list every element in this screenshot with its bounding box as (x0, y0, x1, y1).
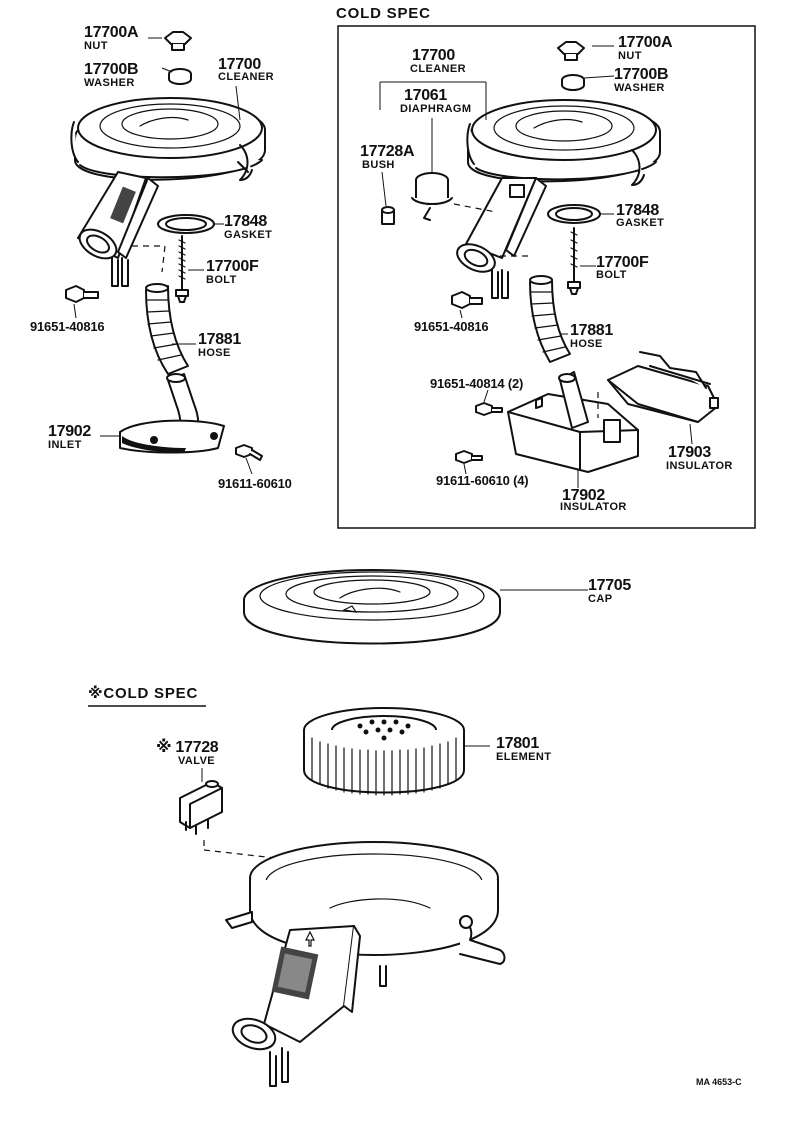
left-washer-part-no: 17700B (84, 61, 139, 78)
box-cleaner-name: CLEANER (410, 63, 466, 75)
box-bush-name: BUSH (362, 159, 395, 171)
figure-reference: MA 4653-C (696, 1077, 742, 1087)
left-nut-part-no: 17700A (84, 24, 139, 41)
box-insulator-902-name: INSULATOR (560, 501, 627, 513)
box-screw-part-no: 91651-40816 (414, 319, 489, 334)
left-gasket-drawing (157, 214, 215, 234)
left-cleaner-name: CLEANER (218, 71, 274, 83)
left-inlet-name: INLET (48, 439, 82, 451)
left-gasket-name: GASKET (224, 229, 273, 241)
box-bolt-name: BOLT (596, 269, 627, 281)
left-bolt-drawing (175, 235, 189, 303)
box-nut-name: NUT (618, 50, 642, 62)
left-inlet-screw-part-no: 91611-60610 (218, 476, 292, 491)
element-part-no: 17801 (496, 735, 539, 752)
left-nut-drawing (164, 31, 192, 51)
left-gasket-part-no: 17848 (224, 213, 267, 230)
box-screw2-drawing (475, 402, 503, 416)
box-diaphragm-name: DIAPHRAGM (400, 103, 472, 115)
box-insulator-903-part-no: 17903 (668, 444, 711, 461)
box-bolt-part-no: 17700F (596, 254, 649, 271)
left-screw-part-no: 91651-40816 (30, 319, 105, 334)
cold-spec-frame (337, 25, 756, 529)
box-cleaner-drawing (456, 99, 661, 299)
box-screw2-part-no: 91651-40814 (2) (430, 376, 524, 391)
box-insulator-903-drawing (607, 351, 719, 423)
left-hose-drawing (145, 283, 189, 375)
cap-part-no: 17705 (588, 577, 631, 594)
box-washer-name: WASHER (614, 82, 665, 94)
box-hose-drawing (529, 275, 571, 363)
valve-name: VALVE (178, 755, 216, 767)
left-cleaner-part-no: 17700 (218, 56, 261, 73)
box-bush-part-no: 17728A (360, 143, 415, 160)
left-inlet-screw-drawing (235, 444, 263, 461)
box-screw3-drawing (455, 450, 483, 464)
cold-spec-title: COLD SPEC (336, 5, 431, 22)
left-bolt-part-no: 17700F (206, 258, 259, 275)
box-diaphragm-drawing (411, 172, 453, 221)
exploded-cold-spec-heading: ※COLD SPEC (88, 685, 199, 702)
box-diaphragm-part-no: 17061 (404, 87, 447, 104)
box-screw3-part-no: 91611-60610 (4) (436, 473, 529, 488)
cap-drawing (243, 569, 501, 645)
left-cleaner-drawing (70, 97, 266, 287)
valve-part-no: ※ 17728 (156, 739, 219, 756)
left-washer-name: WASHER (84, 77, 135, 89)
housing-drawing (225, 841, 506, 1087)
element-name: ELEMENT (496, 751, 552, 763)
box-nut-drawing (557, 41, 585, 61)
left-inlet-part-no: 17902 (48, 423, 91, 440)
box-screw-drawing (451, 291, 483, 309)
left-bolt-name: BOLT (206, 274, 237, 286)
left-inlet-drawing (119, 373, 225, 454)
cap-name: CAP (588, 593, 613, 605)
left-washer-drawing (168, 68, 192, 85)
box-cleaner-part-no: 17700 (412, 47, 455, 64)
box-bolt-drawing (567, 227, 581, 295)
box-gasket-drawing (547, 204, 601, 224)
element-drawing (303, 707, 465, 796)
box-washer-part-no: 17700B (614, 66, 669, 83)
left-screw-drawing (65, 285, 99, 303)
valve-drawing (179, 780, 223, 835)
box-bush-drawing (381, 206, 395, 225)
box-washer-drawing (561, 74, 585, 91)
box-hose-name: HOSE (570, 338, 603, 350)
box-nut-part-no: 17700A (618, 34, 673, 51)
box-hose-part-no: 17881 (570, 322, 613, 339)
left-nut-name: NUT (84, 40, 108, 52)
box-insulator-903-name: INSULATOR (666, 460, 733, 472)
box-gasket-name: GASKET (616, 217, 665, 229)
box-gasket-part-no: 17848 (616, 202, 659, 219)
left-hose-part-no: 17881 (198, 331, 241, 348)
box-insulator-902-part-no: 17902 (562, 487, 605, 504)
box-insulator-902-drawing (507, 371, 639, 473)
left-hose-name: HOSE (198, 347, 231, 359)
